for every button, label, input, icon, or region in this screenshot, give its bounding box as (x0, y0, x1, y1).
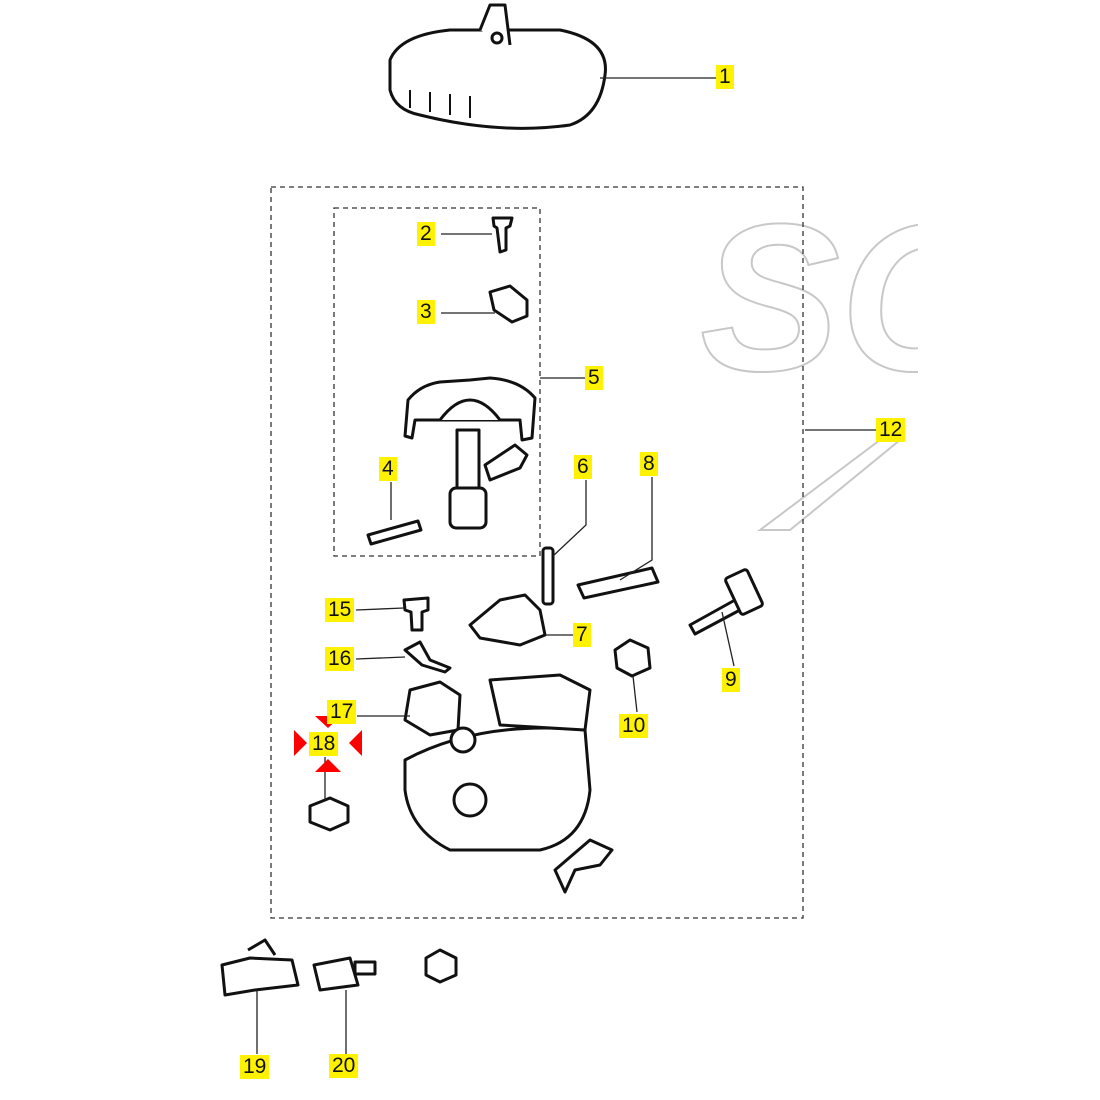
watermark-text: SC (700, 180, 995, 415)
callout-4[interactable]: 4 (379, 457, 397, 481)
part-18-nut (308, 796, 350, 832)
callout-10[interactable]: 10 (619, 714, 649, 738)
marker-arrow-left-icon (349, 730, 362, 756)
callout-19[interactable]: 19 (240, 1055, 270, 1079)
callout-5[interactable]: 5 (585, 366, 603, 390)
callout-7[interactable]: 7 (573, 623, 591, 647)
marker-arrow-up-icon (315, 759, 341, 772)
fuel-clip (553, 838, 614, 894)
callout-17[interactable]: 17 (327, 700, 357, 724)
part-20-valve (312, 956, 360, 992)
callout-2[interactable]: 2 (417, 222, 435, 246)
assembly-5-boundary (333, 207, 541, 557)
part-4-pin (366, 519, 423, 546)
part-7-lever (468, 593, 547, 647)
callout-8[interactable]: 8 (640, 452, 658, 476)
part-17-bracket (403, 680, 462, 737)
carburettor-body (403, 726, 592, 852)
assembly-12-boundary (270, 186, 804, 919)
callout-1[interactable]: 1 (716, 65, 734, 89)
callout-6[interactable]: 6 (574, 455, 592, 479)
callout-3[interactable]: 3 (417, 300, 435, 324)
part-10-nut (613, 638, 652, 678)
callout-20[interactable]: 20 (329, 1054, 359, 1078)
part-1-cover (388, 28, 607, 130)
callout-15[interactable]: 15 (325, 598, 355, 622)
part-6-needle (541, 546, 555, 606)
part-16-clip (403, 640, 452, 674)
part-15-screw (402, 596, 430, 632)
loose-nut (424, 948, 458, 984)
part-3-block (488, 284, 529, 324)
watermark-logo: SC (699, 180, 995, 531)
callout-12[interactable]: 12 (876, 418, 906, 442)
callout-18[interactable]: 18 (309, 732, 339, 756)
leader-lines (256, 77, 877, 1054)
part-8-spring (576, 566, 660, 600)
marker-arrow-right-icon (294, 730, 307, 756)
part-2-screw (491, 216, 514, 254)
part-19-fuel-tap (220, 956, 300, 997)
part-9-adjust-screw (688, 598, 742, 636)
callout-16[interactable]: 16 (325, 647, 355, 671)
callout-9[interactable]: 9 (722, 668, 740, 692)
